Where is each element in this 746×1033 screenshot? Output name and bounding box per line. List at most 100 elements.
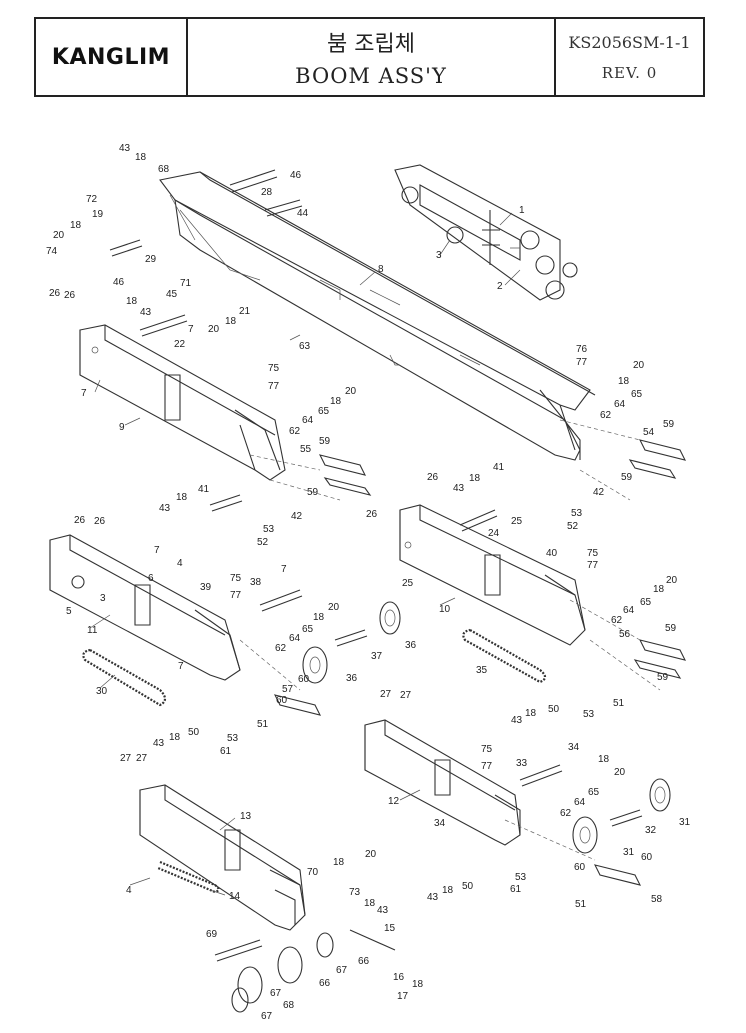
- part-number-label: 7: [154, 545, 160, 556]
- part-number-label: 20: [365, 849, 377, 860]
- part-number-label: 53: [571, 508, 583, 519]
- part-number-label: 18: [176, 492, 188, 503]
- part-number-label: 2: [497, 281, 503, 292]
- part-number-label: 18: [225, 316, 237, 327]
- part-number-label: 6: [148, 573, 154, 584]
- part-number-label: 53: [583, 709, 595, 720]
- part-number-label: 4: [126, 885, 132, 896]
- part-number-label: 20: [53, 230, 65, 241]
- part-number-label: 59: [657, 672, 669, 683]
- part-number-label: 38: [250, 577, 262, 588]
- part-number-label: 43: [511, 715, 523, 726]
- cylinder-assembly: [394, 164, 578, 301]
- part-number-label: 60: [298, 674, 310, 685]
- part-number-label: 7: [178, 661, 184, 672]
- title-english: BOOM ASS'Y: [295, 64, 447, 88]
- part-number-label: 43: [153, 738, 165, 749]
- part-number-label: 77: [587, 560, 599, 571]
- part-number-label: 68: [283, 1000, 295, 1011]
- part-number-label: 62: [611, 615, 623, 626]
- part-number-label: 42: [593, 487, 605, 498]
- part-number-label: 31: [679, 817, 691, 828]
- part-number-label: 26: [64, 290, 76, 301]
- part-number-label: 59: [307, 487, 319, 498]
- company-logo: KANGLIM: [36, 19, 188, 95]
- part-number-label: 26: [366, 509, 378, 520]
- part-number-label: 27: [380, 689, 392, 700]
- part-number-label: 53: [515, 872, 527, 883]
- chain-30: [82, 648, 167, 707]
- part-number-label: 25: [402, 578, 414, 589]
- part-number-label: 67: [261, 1011, 273, 1022]
- leader-lines: [89, 212, 521, 896]
- part-number-label: 36: [405, 640, 417, 651]
- part-number-label: 20: [208, 324, 220, 335]
- part-number-label: 70: [307, 867, 319, 878]
- part-number-label: 18: [135, 152, 147, 163]
- part-number-label: 62: [289, 426, 301, 437]
- part-number-label: 65: [631, 389, 643, 400]
- part-number-label: 7: [81, 388, 87, 399]
- part-number-label: 27: [400, 690, 412, 701]
- part-number-label: 60: [276, 695, 288, 706]
- part-number-label: 18: [525, 708, 537, 719]
- boom-11: [49, 534, 241, 681]
- part-number-label: 63: [299, 341, 311, 352]
- part-number-label: 19: [92, 209, 104, 220]
- part-number-label: 22: [174, 339, 186, 350]
- part-number-label: 71: [180, 278, 192, 289]
- boom-8: [159, 171, 596, 461]
- part-number-label: 59: [621, 472, 633, 483]
- part-number-label: 8: [378, 264, 384, 275]
- part-number-label: 25: [511, 516, 523, 527]
- part-number-label: 50: [188, 727, 200, 738]
- part-number-label: 61: [220, 746, 232, 757]
- wear-pads: [273, 439, 687, 886]
- part-number-label: 21: [239, 306, 251, 317]
- part-number-label: 41: [493, 462, 505, 473]
- part-number-label: 64: [574, 797, 586, 808]
- part-number-label: 39: [200, 582, 212, 593]
- part-number-label: 51: [575, 899, 587, 910]
- part-number-label: 41: [198, 484, 210, 495]
- part-number-label: 59: [663, 419, 675, 430]
- part-number-label: 7: [188, 324, 194, 335]
- part-number-label: 43: [159, 503, 171, 514]
- pins: [109, 169, 643, 962]
- part-number-label: 74: [46, 246, 58, 257]
- part-number-label: 45: [166, 289, 178, 300]
- dashed-guides: [239, 419, 661, 861]
- part-number-label: 46: [113, 277, 125, 288]
- part-number-label: 57: [282, 684, 294, 695]
- part-number-label: 43: [119, 143, 131, 154]
- part-number-label: 32: [645, 825, 657, 836]
- part-number-label: 30: [96, 686, 108, 697]
- part-number-label: 35: [476, 665, 488, 676]
- part-number-label: 27: [120, 753, 132, 764]
- part-number-label: 52: [257, 537, 269, 548]
- part-number-label: 28: [261, 187, 273, 198]
- part-number-label: 59: [319, 436, 331, 447]
- part-number-label: 40: [546, 548, 558, 559]
- part-number-label: 59: [665, 623, 677, 634]
- part-number-label: 18: [442, 885, 454, 896]
- part-number-label: 37: [371, 651, 383, 662]
- sheaves: [231, 601, 671, 1013]
- part-number-label: 75: [268, 363, 280, 374]
- part-number-label: 7: [281, 564, 287, 575]
- part-number-label: 43: [377, 905, 389, 916]
- part-number-label: 51: [257, 719, 269, 730]
- part-number-label: 65: [318, 406, 330, 417]
- part-number-label: 64: [289, 633, 301, 644]
- part-number-label: 18: [653, 584, 665, 595]
- part-number-label: 33: [516, 758, 528, 769]
- part-number-label: 66: [358, 956, 370, 967]
- part-number-label: 50: [548, 704, 560, 715]
- part-number-label: 62: [560, 808, 572, 819]
- part-number-label: 62: [275, 643, 287, 654]
- part-number-label: 77: [576, 357, 588, 368]
- part-number-label: 26: [74, 515, 86, 526]
- part-number-label: 43: [427, 892, 439, 903]
- part-number-label: 4: [177, 558, 183, 569]
